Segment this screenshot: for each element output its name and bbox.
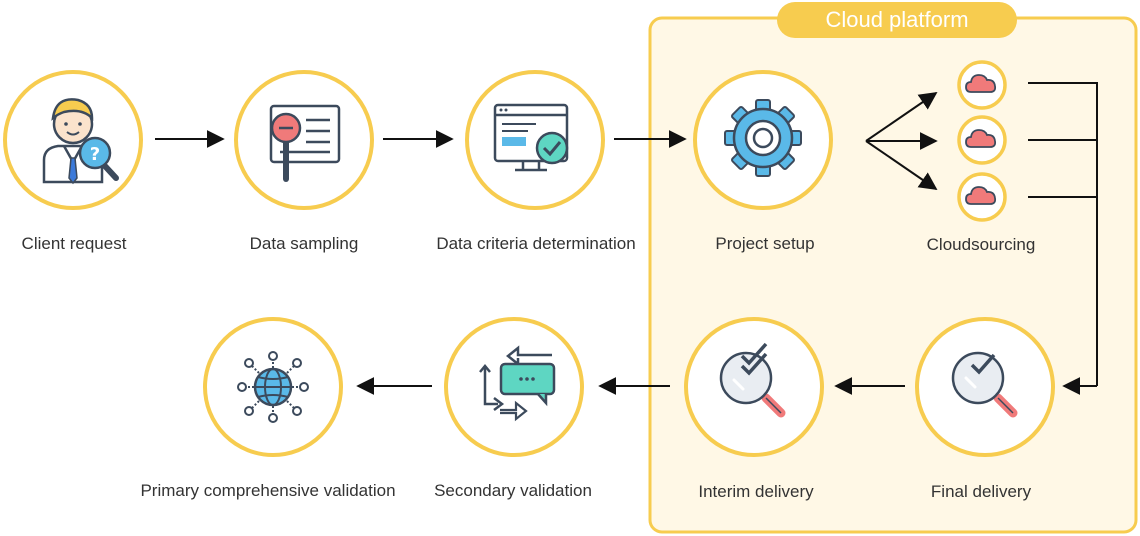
node-label: Interim delivery [698,482,814,501]
node-client-request: ? Client request [3,70,143,253]
arrow-setup-to-cloud-1 [865,91,938,142]
user-question-icon: ? [42,98,119,185]
cloud-platform-title: Cloud platform [825,7,968,32]
cloud-platform-badge [777,2,1017,38]
node-primary-validation: Primary comprehensive validation [140,317,396,500]
node-interim-delivery: Interim delivery [684,317,824,501]
cloud-worker-2 [957,115,1007,165]
node-cloudsourcing: Cloudsourcing [927,60,1036,254]
node-secondary-validation: Secondary validation [434,317,592,500]
node-final-delivery: Final delivery [915,317,1055,501]
node-data-criteria: Data criteria determination [436,70,636,253]
node-label: Project setup [715,234,814,253]
node-label: Primary comprehensive validation [140,481,395,500]
node-data-sampling: Data sampling [234,70,374,253]
node-project-setup: Project setup [693,70,833,253]
node-label: Cloudsourcing [927,235,1036,254]
node-label: Data sampling [250,234,359,253]
cloud-icon [965,74,997,93]
cloud-platform-region: Cloud platform [648,2,1138,534]
cloud-worker-3 [957,172,1007,222]
cloud-icon [965,129,997,148]
node-label: Data criteria determination [436,234,635,253]
document-search-icon [269,104,341,182]
cloud-icon [965,186,997,205]
bracket-cloud-1 [1028,82,1098,386]
chat-transfer-icon [479,345,556,422]
node-label: Client request [22,234,127,253]
svg-text:?: ? [90,144,100,165]
cloud-worker-1 [957,60,1007,110]
arrow-setup-to-cloud-3 [865,140,938,191]
globe-network-icon [237,351,309,423]
node-label: Secondary validation [434,481,592,500]
magnifier-check-icon [951,351,1018,418]
gear-icon [724,99,802,177]
magnifier-double-check-icon [719,342,786,418]
node-label: Final delivery [931,482,1032,501]
browser-check-icon [493,103,569,172]
connectors [155,82,1098,395]
